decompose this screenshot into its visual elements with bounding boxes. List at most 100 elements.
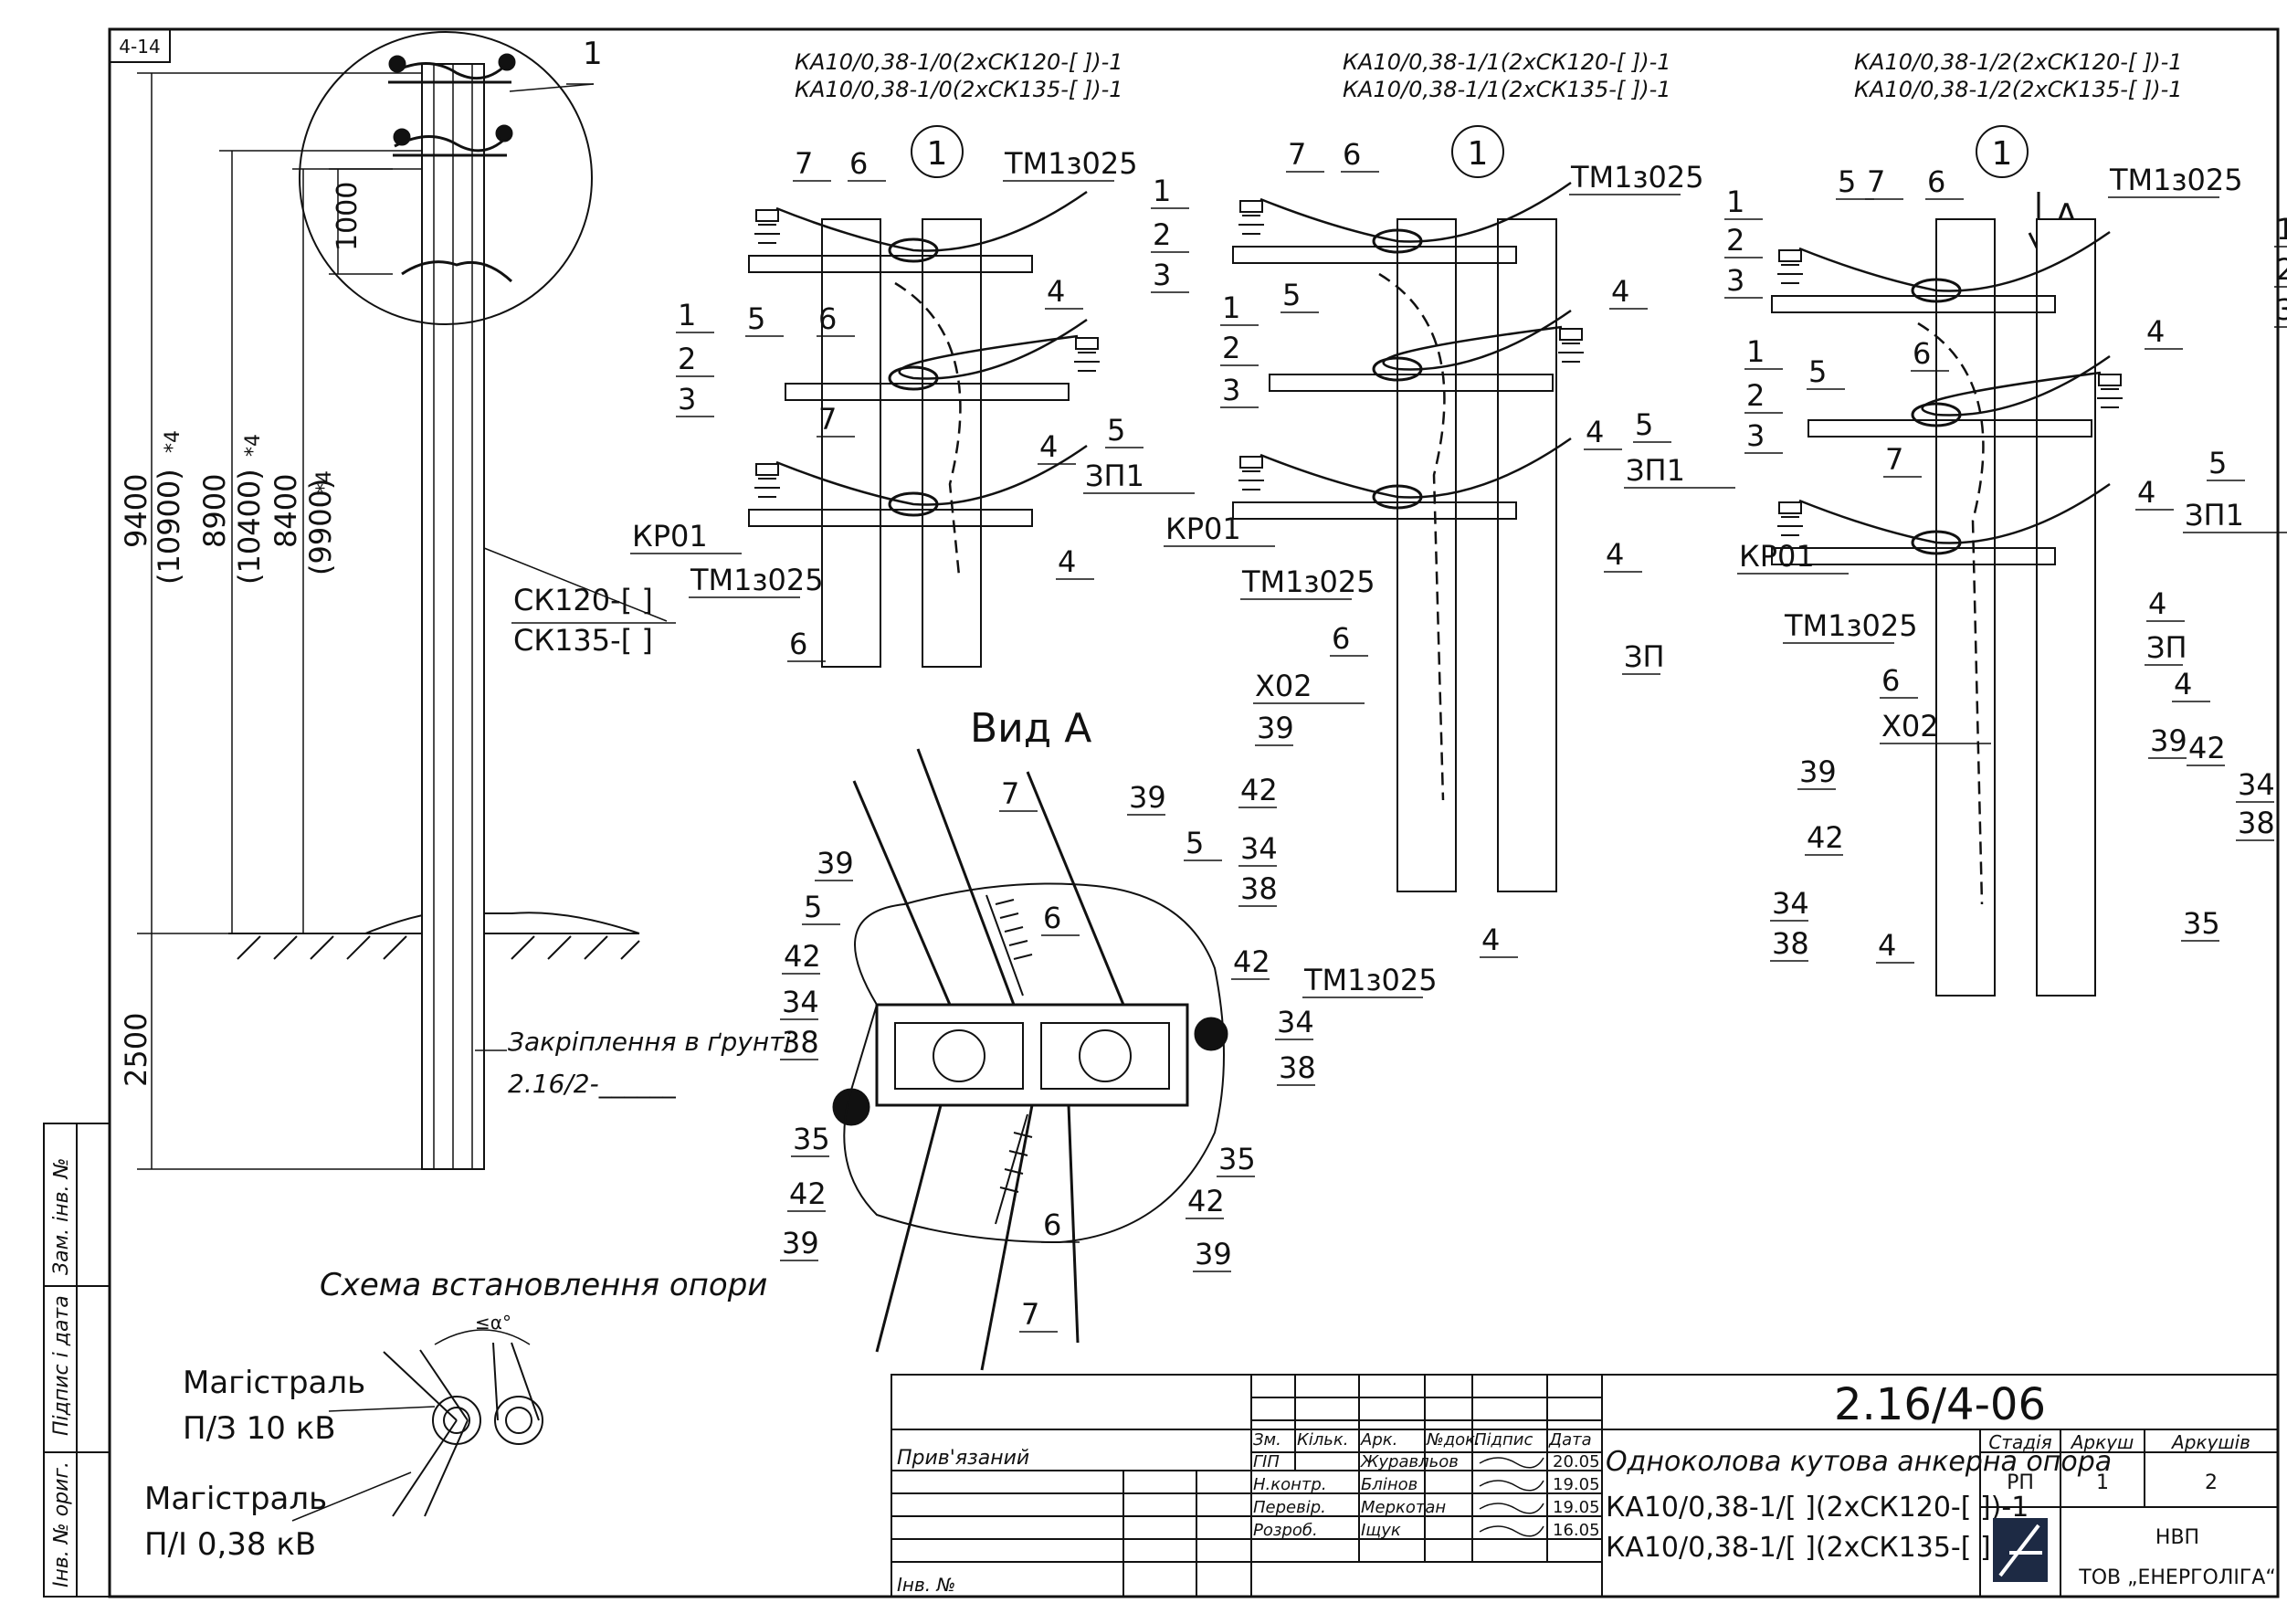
detail-3-label: 4 (2148, 586, 2166, 621)
detail-1-title-2: КА10/0,38-1/0(2хСК135-[ ])-1 (795, 77, 1123, 102)
column-header: Зм. (1253, 1430, 1281, 1450)
role-label: Розроб. (1253, 1521, 1318, 1540)
detail-3-label: 4 (2137, 475, 2155, 510)
detail-2-label: ЗП (1624, 639, 1665, 674)
description-1: Одноколова кутова анкерна опора (1606, 1446, 2112, 1478)
detail-3-label: 3 (1746, 418, 1765, 453)
sheets-value: 2 (2205, 1471, 2218, 1494)
detail-2-label: 2 (1222, 331, 1240, 365)
dim-1000: 1000 (332, 182, 364, 251)
signature-mark (1479, 1480, 1544, 1492)
conductor-3 (775, 444, 1088, 506)
detail-3-label: 35 (2183, 906, 2220, 941)
detail-1-label: ТМ1з025 (690, 563, 824, 597)
detail-3-label: 42 (1807, 820, 1844, 855)
stand-label-2: СК135-[ ] (513, 623, 653, 658)
insulator-3 (1238, 456, 1264, 490)
conductor-3 (1259, 437, 1572, 499)
view-a-label: 7 (1001, 776, 1019, 811)
title-block: 2.16/4-06 Прив'язаний Інв. № Зм.Кільк.Ар… (891, 1374, 2279, 1598)
column-header: Дата (1548, 1430, 1592, 1450)
detail-2-label: КР01 (1165, 511, 1241, 546)
role-label: Н.контр. (1253, 1475, 1327, 1494)
conductor-1 (1798, 230, 2111, 292)
detail-3-label: КР01 (1739, 539, 1815, 574)
view-a-label: 6 (1043, 1207, 1061, 1242)
view-a-label: 5 (804, 890, 822, 924)
detail-3-label: ТМ1з025 (2109, 163, 2243, 197)
description-2: КА10/0,38-1/[ ](2хСК120-[ ])-1 (1606, 1492, 2029, 1524)
signature-mark (1479, 1457, 1544, 1469)
detail-view-2: КА10/0,38-1/1(2хСК120-[ ])-1КА10/0,38-1/… (1164, 49, 1763, 958)
detail-2-title-2: КА10/0,38-1/1(2хСК135-[ ])-1 (1343, 77, 1671, 102)
detail-3-label: 6 (1927, 164, 1945, 199)
detail-3-title-1: КА10/0,38-1/2(2хСК120-[ ])-1 (1854, 49, 2183, 75)
role-name: Іщук (1361, 1521, 1401, 1540)
corner-code-box (109, 28, 171, 63)
install-scheme-title: Схема встановлення опори (320, 1267, 767, 1303)
view-a-label: 39 (817, 846, 854, 881)
crossarm-2 (1269, 374, 1554, 392)
detail-2-label: 1 (1222, 290, 1240, 325)
detail-2-label: ЗП1 (1626, 453, 1685, 488)
sheet-header: Аркуш (2070, 1431, 2134, 1453)
detail-1-callout-circle (911, 125, 964, 178)
crossarm-1 (1771, 295, 2056, 313)
insulator-1 (1238, 200, 1264, 235)
view-a-title: Вид А (970, 705, 1091, 752)
detail-3-callout-number: 1 (1992, 135, 2013, 173)
pole-view: 1 1000 9400 (10900) *4 8900 (10400) *4 8… (119, 31, 791, 1170)
role-name: Меркотан (1361, 1498, 1446, 1517)
detail-3-label: 42 (2188, 731, 2226, 765)
detail-3-label: 7 (1867, 164, 1885, 199)
company-2: ТОВ „ЕНЕРГОЛІГА“ (2078, 1566, 2275, 1589)
dim-2500: 2500 (119, 1013, 153, 1087)
detail-1-callout-number: 1 (927, 135, 948, 173)
detail-3-label: 38 (1772, 926, 1809, 961)
grounding-wire (1378, 272, 1446, 801)
view-a-label: 42 (1233, 944, 1270, 979)
detail-3-label: 38 (2238, 806, 2275, 840)
view-a-label: 34 (782, 985, 819, 1019)
detail-1-label: 6 (849, 146, 868, 181)
detail-2-label: 5 (1635, 407, 1653, 442)
detail-1-label: 3 (678, 382, 696, 417)
role-name: Блінов (1361, 1475, 1418, 1494)
detail-3-label: 1 (1746, 334, 1765, 369)
conductor-1 (1259, 181, 1572, 243)
role-date: 19.05 (1553, 1475, 1600, 1494)
attached-label: Прив'язаний (897, 1447, 1029, 1470)
detail-2-label: 34 (1240, 831, 1278, 866)
view-a-label: 34 (1277, 1005, 1314, 1039)
detail-3-label: 5 (2208, 446, 2227, 480)
detail-3-label: 6 (1913, 336, 1931, 371)
detail-3-label: ЗП1 (2185, 498, 2244, 533)
detail-2-label: 7 (1288, 137, 1306, 172)
company-1: НВП (2155, 1526, 2199, 1549)
detail-3-label: 6 (1881, 663, 1900, 698)
detail-3-label: 4 (1878, 928, 1896, 963)
conductor-2 (898, 318, 1088, 380)
sheets-header: Аркушів (2170, 1431, 2250, 1453)
crossarm-3 (1232, 501, 1517, 520)
detail-3-label: 1 (2276, 212, 2287, 247)
detail-3-label: 5 (1808, 354, 1827, 389)
insulator-2 (2097, 374, 2123, 408)
detail-3-label: 5 (1838, 164, 1856, 199)
view-a-label: 6 (1043, 901, 1061, 935)
insulator-1 (754, 209, 780, 244)
sheet-value: 1 (2096, 1471, 2109, 1494)
corner-code: 4-14 (119, 36, 160, 58)
detail-3-label: 2 (1746, 378, 1765, 413)
detail-1-title-1: КА10/0,38-1/0(2хСК120-[ ])-1 (795, 49, 1123, 75)
install-line2-b: П/І 0,38 кВ (144, 1526, 316, 1563)
detail-2-label: 6 (1332, 621, 1350, 656)
detail-1-label: 4 (1039, 429, 1058, 464)
crossarm-2 (785, 383, 1070, 401)
view-a-label: 7 (1021, 1297, 1039, 1332)
detail-2-title-1: КА10/0,38-1/1(2хСК120-[ ])-1 (1343, 49, 1671, 75)
detail-1-label: ЗП1 (1085, 459, 1144, 493)
crossarm-1 (748, 255, 1033, 273)
detail-2-label: ТМ1з025 (1570, 160, 1704, 195)
side-stamps: Зам. інв. № Підпис і дата Інв. № ориг. (43, 1123, 111, 1598)
